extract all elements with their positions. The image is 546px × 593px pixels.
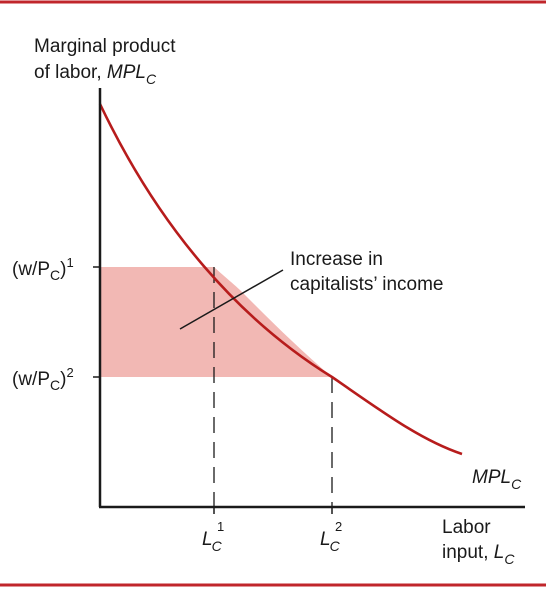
labor-1-label: LC [202,529,223,554]
capitalists-income-area [100,267,332,377]
mpl-curve-label: MPLC [472,467,522,492]
labor-2-superscript: 2 [335,519,342,534]
annotation-leader [179,269,284,330]
annotation-line2: capitalists’ income [290,274,443,295]
y-axis-label-line1: Marginal product [34,36,176,57]
labor-1-superscript: 1 [217,519,224,534]
wage-1-label: (w/PC)1 [12,255,74,283]
wage-2-label: (w/PC)2 [12,365,74,393]
mpl-curve [98,103,463,456]
y-axis-label-line2: of labor, MPLC [34,62,157,87]
labor-2-label: LC [320,529,341,554]
x-axis-label-line2: input, LC [442,542,515,567]
x-axis-label-line1: Labor [442,517,491,538]
annotation-line1: Increase in [290,249,383,270]
